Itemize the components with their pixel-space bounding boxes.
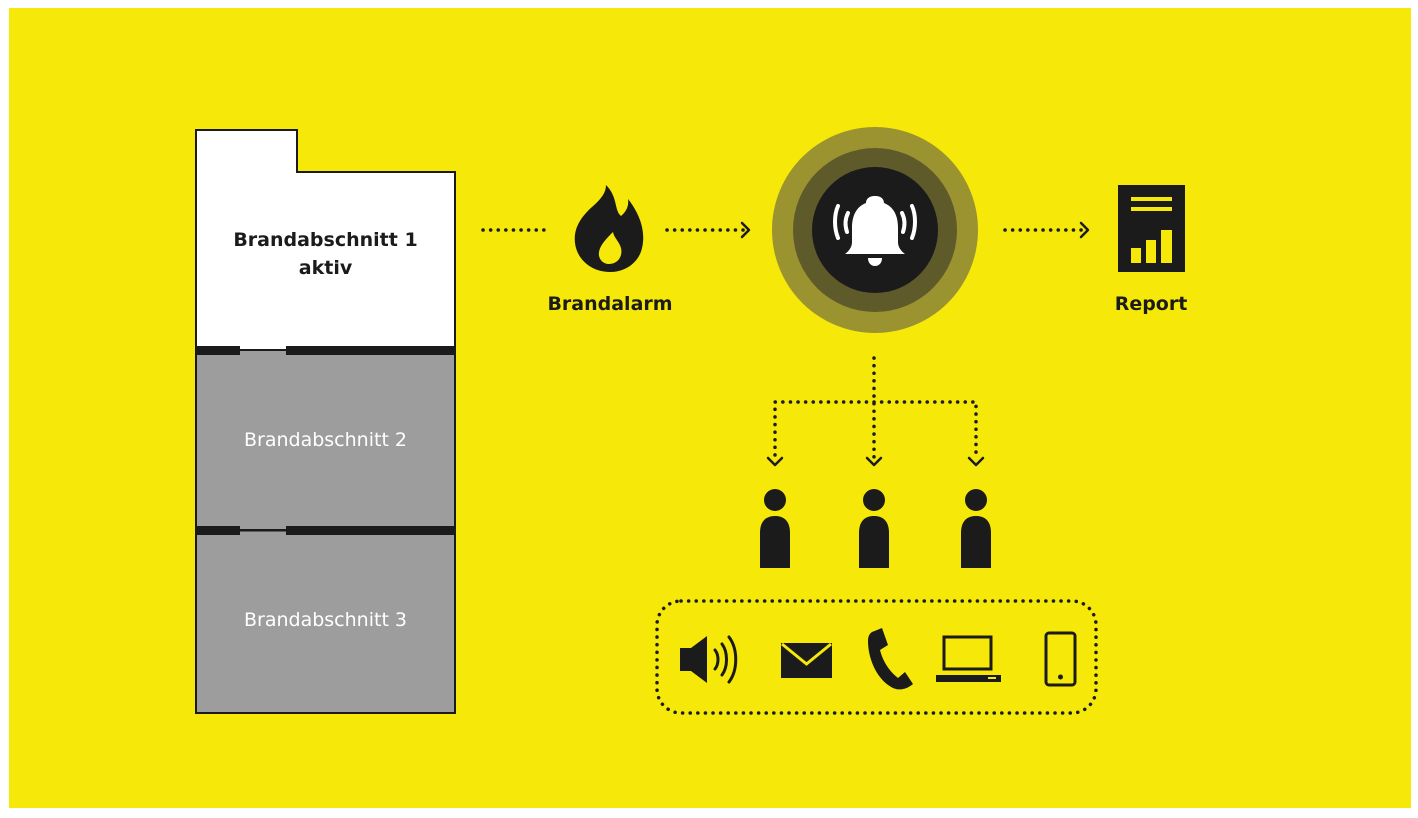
person-icon — [859, 489, 889, 568]
firewall-2-left — [196, 526, 240, 535]
report-document-icon — [1118, 185, 1185, 272]
smartphone-icon — [1044, 631, 1077, 687]
envelope-icon — [781, 642, 832, 678]
section-2-shape — [195, 349, 456, 531]
section-1-status: aktiv — [298, 257, 353, 279]
firewall-1-left — [196, 346, 240, 355]
section-2-label: Brandabschnitt 2 — [243, 429, 408, 451]
fire-alarm-label: Brandalarm — [547, 293, 673, 315]
report-label: Report — [1114, 293, 1188, 315]
firewall-2-right — [286, 526, 455, 535]
firewall-1-right — [286, 346, 455, 355]
section-1-label: Brandabschnitt 1 aktiv — [196, 226, 455, 282]
arrowhead-person-1 — [766, 456, 784, 467]
building — [195, 129, 456, 714]
fire-icon — [574, 185, 644, 272]
phone-icon — [868, 628, 913, 690]
speaker-icon — [680, 635, 738, 684]
arrowhead-person-2 — [865, 456, 883, 467]
arrowhead-alarm — [740, 221, 751, 239]
connector-branch — [773, 400, 978, 457]
laptop-icon — [936, 635, 1001, 682]
arrowhead-person-3 — [967, 456, 985, 467]
bell-alarm-icon — [833, 196, 917, 266]
section-3-label: Brandabschnitt 3 — [243, 609, 408, 631]
alarm-hub — [772, 127, 978, 333]
person-icon — [961, 489, 991, 568]
section-1-name: Brandabschnitt 1 — [233, 229, 418, 251]
person-icon — [760, 489, 790, 568]
arrowhead-report — [1079, 221, 1090, 239]
